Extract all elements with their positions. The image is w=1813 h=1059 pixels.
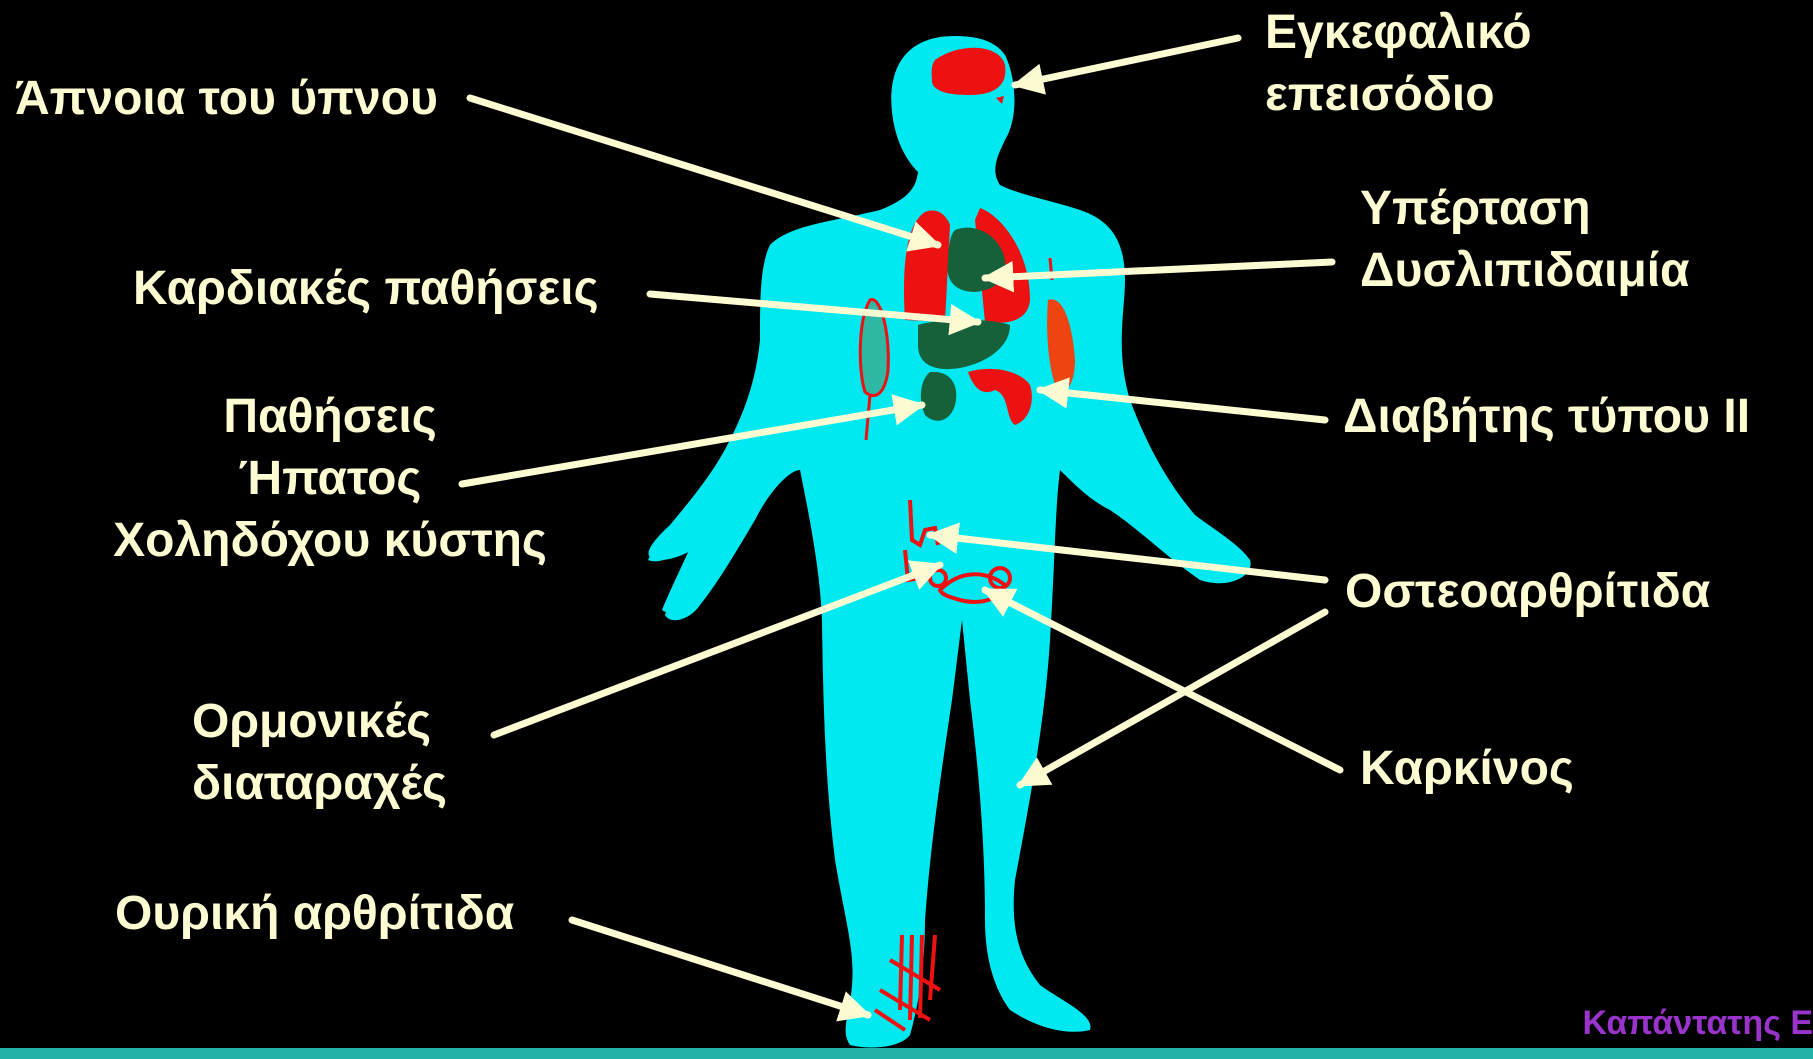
label-liver-line1: Παθήσεις — [90, 386, 570, 448]
label-diabetes: Διαβήτης τύπου ΙΙ — [1343, 386, 1750, 448]
label-heart-disease: Καρδιακές παθήσεις — [133, 258, 599, 320]
arrow-gout — [572, 920, 868, 1015]
label-cancer: Καρκίνος — [1360, 738, 1574, 800]
label-liver-line2: Ήπατος — [90, 448, 570, 510]
label-liver: Παθήσεις Ήπατος Χοληδόχου κύστης — [90, 386, 570, 572]
label-hypertension-line2: Δυσλιπιδαιμία — [1360, 240, 1690, 302]
arrow-stroke — [1015, 38, 1238, 85]
label-sleep-apnea: Άπνοια του ύπνου — [15, 68, 438, 130]
label-hypertension-line1: Υπέρταση — [1360, 178, 1690, 240]
label-hormonal-line1: Ορμονικές — [192, 691, 447, 753]
bottom-bar — [0, 1048, 1813, 1059]
label-hypertension: Υπέρταση Δυσλιπιδαιμία — [1360, 178, 1690, 302]
label-stroke: Εγκεφαλικό επεισόδιο — [1265, 2, 1532, 126]
label-gout: Ουρική αρθρίτιδα — [115, 883, 514, 945]
arrow-sleep-apnea — [470, 98, 938, 245]
label-stroke-line2: επεισόδιο — [1265, 64, 1532, 126]
body-silhouette — [648, 36, 1251, 1048]
arrow-osteoarthritis-knee — [1020, 612, 1325, 785]
gallbladder — [921, 372, 956, 421]
author-credit: Καπάντατης Ε — [1583, 1004, 1813, 1043]
label-stroke-line1: Εγκεφαλικό — [1265, 2, 1532, 64]
label-liver-line3: Χοληδόχου κύστης — [90, 510, 570, 572]
label-hormonal-line2: διαταραχές — [192, 753, 447, 815]
label-hormonal: Ορμονικές διαταραχές — [192, 691, 447, 815]
label-osteoarthritis: Οστεοαρθρίτιδα — [1345, 561, 1710, 623]
